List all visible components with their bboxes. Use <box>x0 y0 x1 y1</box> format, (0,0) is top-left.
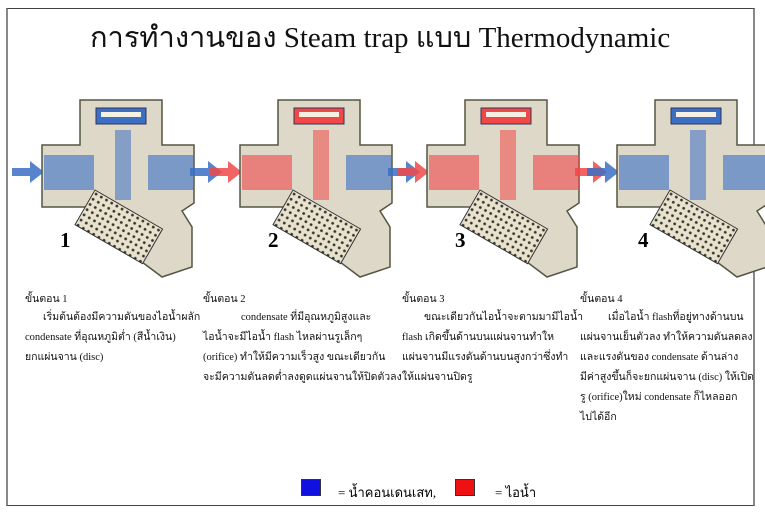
step-line: ขณะเดียวกันไอน้ำจะตามมามีไอน้ำ <box>424 312 584 323</box>
legend-condensate-swatch <box>301 479 321 496</box>
step-line: เริ่มต้นต้องมีความดันของไอน้ำผลัก <box>43 312 201 323</box>
step-1-description: ขั้นตอน 1 เริ่มต้นต้องมีความดันของไอน้ำผ… <box>25 292 200 368</box>
step-number-4: 4 <box>638 228 649 252</box>
step-line: flash เกิดขึ้นด้านบนแผ่นจานทำให <box>402 332 555 343</box>
step-line: ไปได้อีก <box>580 412 617 423</box>
step-line: condensate ที่มีอุณหภูมิสูงและ <box>241 312 372 323</box>
step-line: condensate ที่อุณหภูมิต่ำ (สีน้ำเงิน) <box>25 332 176 343</box>
step-3-description: ขั้นตอน 3 ขณะเดียวกันไอน้ำจะตามมามีไอน้ำ… <box>402 292 583 388</box>
disc <box>101 112 141 117</box>
step-line: รู (orifice)ใหม่ condensate ก็ไหลออก <box>580 392 738 403</box>
inlet-passage <box>242 155 292 190</box>
step-number-3: 3 <box>455 228 466 252</box>
outlet-passage <box>346 155 392 190</box>
steam-trap-panel-3 <box>397 99 607 278</box>
step-number-1: 1 <box>60 228 71 252</box>
strainer-screen <box>272 189 362 265</box>
step-heading: ขั้นตอน 4 <box>580 294 623 305</box>
center-orifice <box>313 130 329 200</box>
strainer-screen <box>459 189 549 265</box>
step-number-2: 2 <box>268 228 279 252</box>
step-line: แผ่นจานมีแรงดันด้านบนสูงกว่าซึ่งทำ <box>402 352 569 363</box>
outlet-passage <box>533 155 579 190</box>
step-line: ยกแผ่นจาน (disc) <box>25 352 104 363</box>
legend-steam-label: = ไอน้ำ <box>495 485 537 500</box>
center-orifice <box>115 130 131 200</box>
inlet-passage <box>619 155 669 190</box>
step-heading: ขั้นตอน 3 <box>402 294 445 305</box>
strainer-screen <box>74 189 164 265</box>
outlet-passage <box>148 155 194 190</box>
step-line: แผ่นจานเย็นตัวลง ทำให้ความดันลดลง <box>580 332 753 343</box>
inlet-passage <box>429 155 479 190</box>
step-4-description: ขั้นตอน 4 เมื่อไอน้ำ flashที่อยู่ทางด้าน… <box>580 292 754 428</box>
step-2-description: ขั้นตอน 2 condensate ที่มีอุณหภูมิสูงและ… <box>203 292 402 388</box>
inlet-flow-arrow <box>12 161 44 183</box>
step-line: มีค่าสูงขึ้นก็จะยกแผ่นจาน (disc) ให้เปิด <box>580 372 754 383</box>
legend-steam-swatch <box>455 479 475 496</box>
outlet-passage <box>723 155 765 190</box>
step-line: (orifice) ทำให้มีความเร็วสูง ขณะเดียวกัน <box>203 352 386 363</box>
inlet-flow-arrow <box>210 161 242 183</box>
step-heading: ขั้นตอน 2 <box>203 294 246 305</box>
strainer-screen <box>649 189 739 265</box>
diagram-title: การทำงานของ Steam trap แบบ Thermodynamic <box>90 22 671 54</box>
center-orifice <box>690 130 706 200</box>
steam-trap-illustrations <box>12 99 765 278</box>
inlet-flow-arrow <box>397 161 429 183</box>
step-line: ให้แผ่นจานปิดรู <box>402 372 473 383</box>
step-line: จะมีความดันลดต่ำลงดูดแผ่นจานให้ปิดตัวลง <box>203 372 402 383</box>
legend-condensate-label: = น้ำคอนเดนเสท, <box>338 485 437 500</box>
step-heading: ขั้นตอน 1 <box>25 294 68 305</box>
steam-trap-panel-4 <box>587 99 765 278</box>
step-line: เมื่อไอน้ำ flashที่อยู่ทางด้านบน <box>608 312 744 323</box>
step-line: และแรงดันของ condensate ด้านล่าง <box>580 352 739 363</box>
disc <box>299 112 339 117</box>
step-line: ไอน้ำจะมีไอน้ำ flash ไหลผ่านรูเล็กๆ <box>203 332 363 343</box>
steam-trap-panel-1 <box>12 99 222 278</box>
center-orifice <box>500 130 516 200</box>
disc <box>486 112 526 117</box>
inlet-flow-arrow <box>587 161 619 183</box>
outlet-flow-arrow <box>190 161 222 183</box>
disc <box>676 112 716 117</box>
steam-trap-panel-2 <box>210 99 420 278</box>
inlet-passage <box>44 155 94 190</box>
